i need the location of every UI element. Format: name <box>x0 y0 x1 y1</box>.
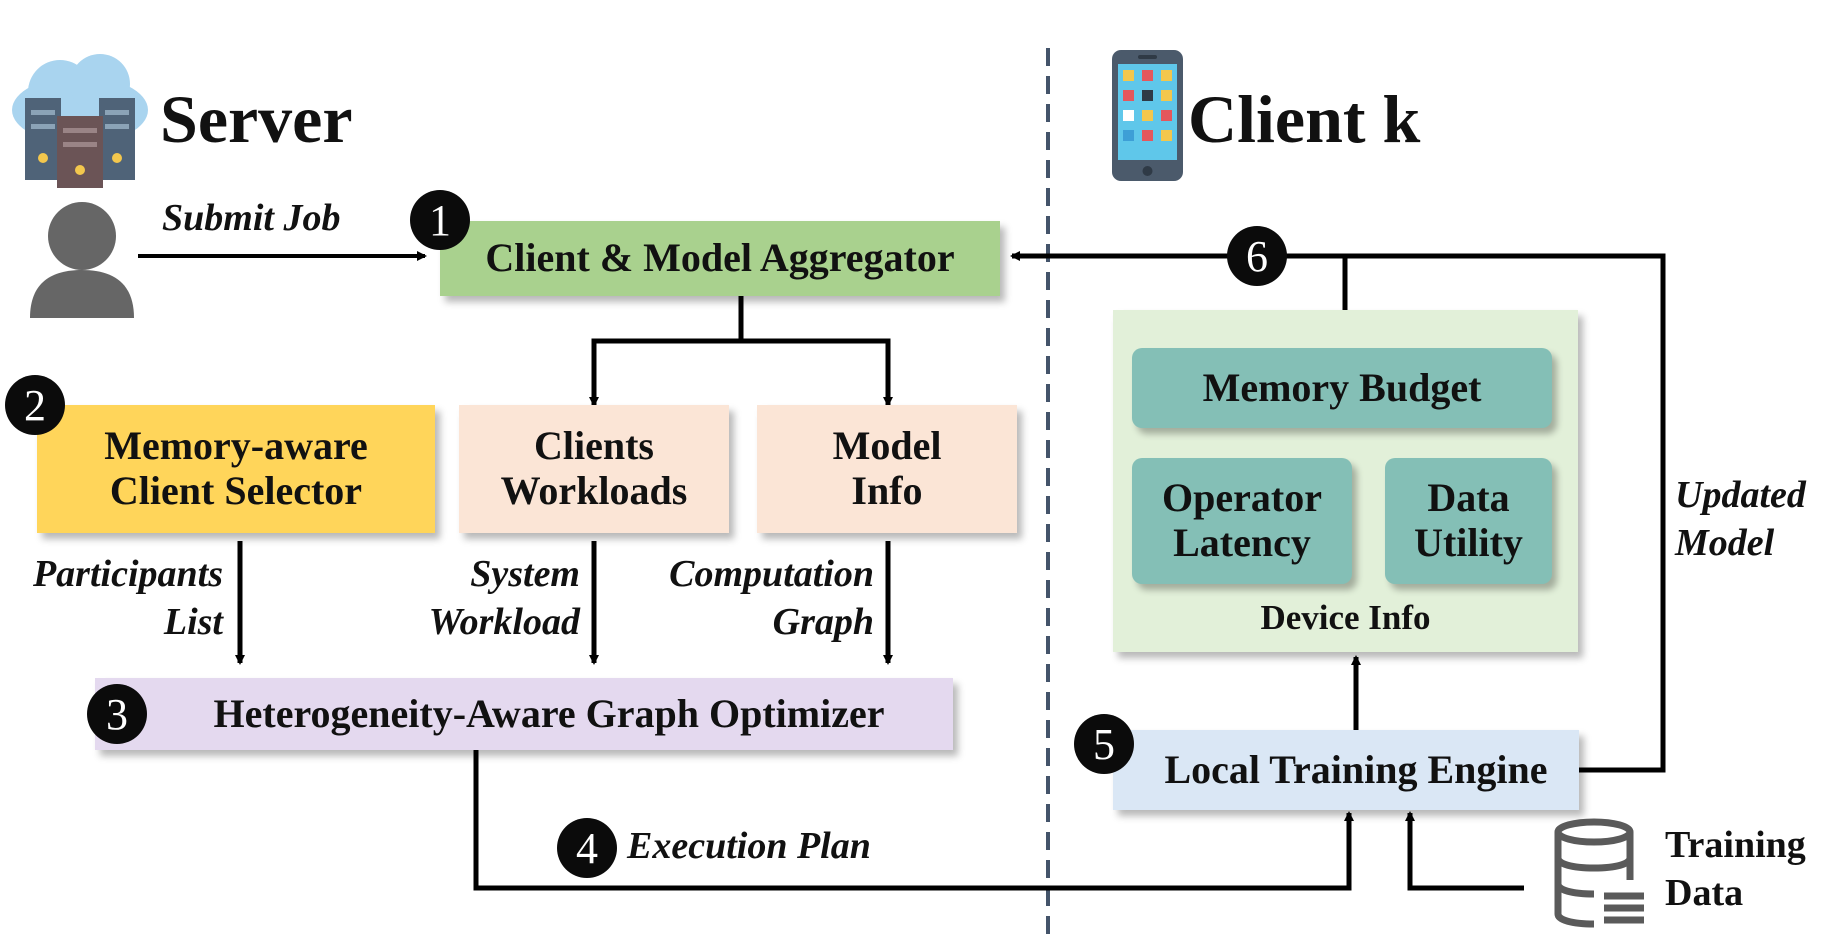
updated-model-line-2: Model <box>1675 521 1775 564</box>
aggregator-to-model-info-arrow <box>741 338 893 407</box>
smartphone-icon <box>1110 48 1185 183</box>
graph-optimizer-box: Heterogeneity-Aware Graph Optimizer <box>95 678 953 750</box>
participants-line-2: List <box>163 600 223 643</box>
participants-line-1: Participants <box>32 553 223 595</box>
operator-latency-box: Operator Latency <box>1132 458 1352 584</box>
database-icon <box>1552 818 1646 928</box>
step-6-badge: 6 <box>1227 226 1287 286</box>
aggregator-to-workloads-arrow <box>589 296 744 407</box>
selector-line-2: Client Selector <box>109 468 363 513</box>
submit-job-label: Submit Job <box>162 197 341 239</box>
system-workload-line-2: Workload <box>428 600 580 643</box>
selector-line-1: Memory-aware <box>104 423 368 469</box>
client-model-aggregator-box: Client & Model Aggregator <box>440 221 1000 296</box>
step-1-badge: 1 <box>410 190 470 250</box>
updated-model-label: Updated Model <box>1675 472 1806 567</box>
clients-workloads-box: Clients Workloads <box>459 405 729 533</box>
local-training-engine-box: Local Training Engine <box>1113 730 1579 810</box>
system-workload-label: System Workload <box>380 551 580 646</box>
data-utility-box: Data Utility <box>1385 458 1552 584</box>
user-icon <box>28 200 136 318</box>
client-title: Client k <box>1188 81 1421 157</box>
computation-graph-line-2: Graph <box>772 600 874 643</box>
training-data-line-2: Data <box>1665 871 1744 914</box>
system-workload-line-1: System <box>470 553 580 595</box>
workloads-line-2: Workloads <box>500 468 688 513</box>
training-data-label: Training Data <box>1665 822 1806 917</box>
training-data-line-1: Training <box>1665 824 1806 866</box>
execution-plan-arrow <box>473 750 1354 891</box>
step-5-badge: 5 <box>1074 714 1134 774</box>
participants-list-label: Participants List <box>5 551 223 646</box>
data-utility-line-1: Data <box>1427 475 1510 521</box>
data-utility-line-2: Utility <box>1414 520 1523 565</box>
device-info-label: Device Info <box>1260 598 1431 637</box>
updated-model-arrow <box>1010 251 1666 773</box>
computation-graph-label: Computation Graph <box>620 551 874 646</box>
workloads-line-1: Clients <box>534 423 654 469</box>
updated-model-line-1: Updated <box>1675 474 1806 516</box>
operator-latency-line-1: Operator <box>1162 475 1322 521</box>
operator-latency-line-2: Latency <box>1173 520 1311 565</box>
step-3-badge: 3 <box>87 684 147 744</box>
model-info-line-1: Model <box>832 423 942 469</box>
model-info-line-2: Info <box>851 468 923 513</box>
server-title: Server <box>160 81 353 157</box>
step-4-badge: 4 <box>557 818 617 878</box>
memory-budget-box: Memory Budget <box>1132 348 1552 428</box>
model-info-box: Model Info <box>757 405 1017 533</box>
server-cloud-icon <box>5 40 155 190</box>
execution-plan-label: Execution Plan <box>627 825 871 867</box>
memory-aware-client-selector-box: Memory-aware Client Selector <box>37 405 435 533</box>
training-data-arrow <box>1405 811 1524 891</box>
computation-graph-line-1: Computation <box>669 553 874 595</box>
step-2-badge: 2 <box>5 375 65 435</box>
